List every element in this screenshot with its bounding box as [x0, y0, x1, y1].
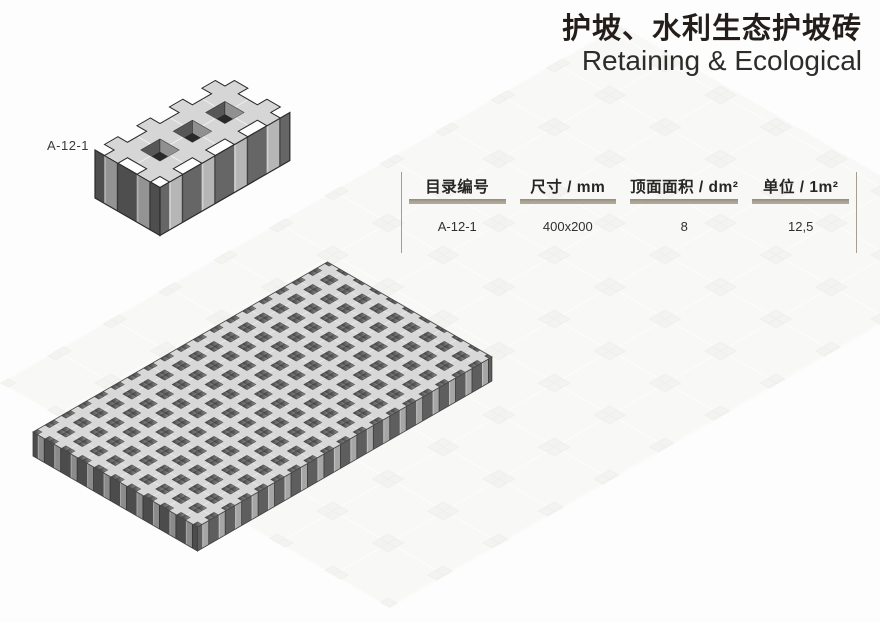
header-underline-bar	[519, 199, 617, 204]
column-header: 目录编号	[425, 178, 490, 196]
cell-value: 400x200	[542, 218, 593, 234]
header-underline-bar	[409, 199, 506, 204]
header-underline-bar	[752, 199, 849, 204]
cell-value: 12,5	[788, 218, 814, 234]
header-underline-bar	[630, 199, 739, 204]
brick-holes	[140, 101, 244, 161]
column-header: 单位 / 1m²	[762, 178, 839, 196]
spec-column-size: 尺寸 / mm 400x200	[513, 172, 624, 253]
cell-value: A-12-1	[437, 218, 477, 234]
title-block: 护坡、水利生态护坡砖 Retaining & Ecological	[562, 13, 862, 77]
page-title-chinese: 护坡、水利生态护坡砖	[561, 13, 862, 45]
spec-column-units: 单位 / 1m² 12,5	[745, 172, 856, 253]
mat-top-face	[32, 261, 493, 528]
column-header: 尺寸 / mm	[530, 178, 606, 196]
brick-illustration	[94, 79, 291, 237]
spec-column-top-area: 顶面面积 / dm² 8	[623, 172, 745, 253]
brick-label: A-12-1	[47, 138, 90, 153]
column-header: 顶面面积 / dm²	[630, 178, 739, 196]
background-watermark	[0, 25, 880, 608]
page-title-english: Retaining & Ecological	[581, 45, 862, 77]
paver-mat-illustration	[32, 261, 493, 552]
cell-value: 8	[680, 218, 688, 234]
spec-column-catalog: 目录编号 A-12-1	[402, 172, 513, 253]
spec-table: 目录编号 A-12-1 尺寸 / mm 400x200 顶面面积 / dm² 8…	[401, 172, 857, 253]
